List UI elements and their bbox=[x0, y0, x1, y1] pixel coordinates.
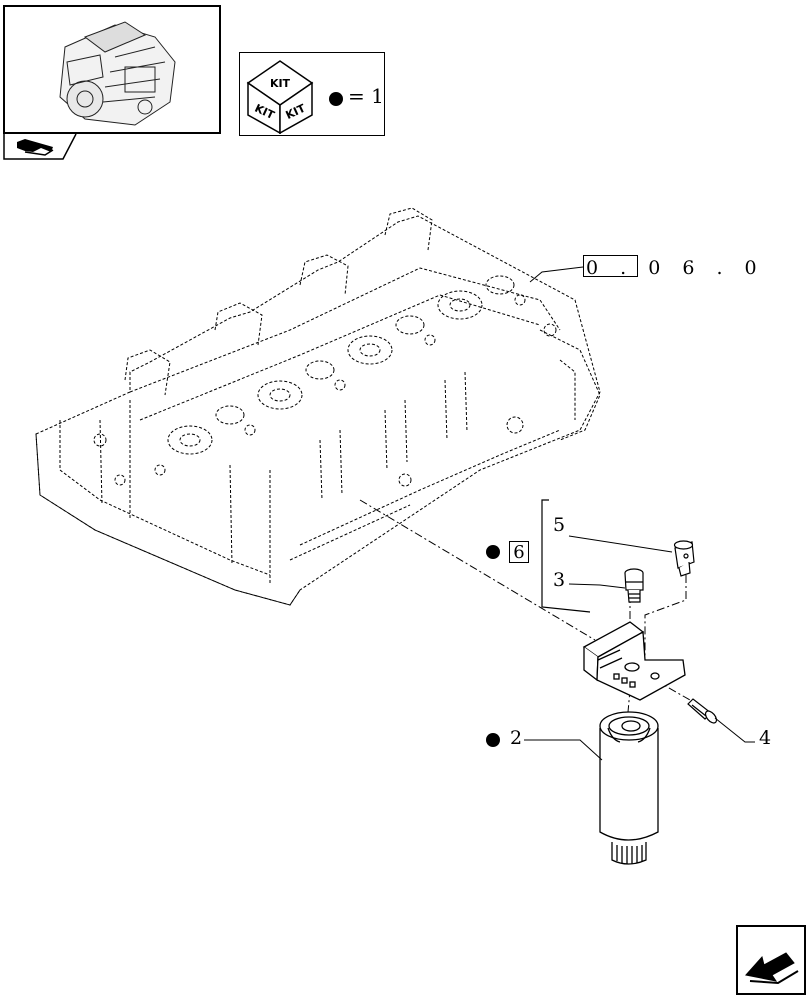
ref-code-box[interactable] bbox=[583, 255, 638, 277]
next-page-arrow-icon bbox=[745, 952, 799, 985]
vehicle-nav-tab[interactable] bbox=[3, 133, 77, 160]
callout-2[interactable]: 2 bbox=[510, 727, 523, 749]
kit-quantity: = 1 bbox=[348, 84, 384, 108]
kit-ref-number[interactable]: 6 bbox=[509, 541, 529, 563]
part-4-screw bbox=[687, 698, 718, 724]
vehicle-nav-icon bbox=[3, 133, 77, 160]
engine-thumbnail-icon bbox=[59, 21, 176, 126]
part-5-bolt bbox=[673, 540, 695, 577]
callout-4[interactable]: 4 bbox=[759, 727, 772, 749]
assembly-lines bbox=[359, 499, 691, 746]
part-3-adapter bbox=[624, 568, 644, 603]
cylinder-head-outline bbox=[35, 207, 601, 606]
ref-code-boxed: 0 . 0 bbox=[586, 257, 669, 279]
kit-legend: KIT KIT KIT bbox=[239, 52, 385, 136]
kit-bullet-icon bbox=[486, 733, 500, 747]
kit-label-top: KIT bbox=[270, 77, 291, 90]
kit-bullet-icon bbox=[486, 545, 500, 559]
callout-5[interactable]: 5 bbox=[553, 514, 566, 536]
filter-bracket bbox=[582, 621, 686, 701]
kit-bullet-icon bbox=[329, 92, 343, 106]
engine-thumbnail[interactable] bbox=[3, 5, 221, 134]
part-2-filter bbox=[599, 711, 659, 865]
leader-lines bbox=[524, 266, 755, 761]
callout-3[interactable]: 3 bbox=[553, 569, 566, 591]
kit-bracket-line bbox=[541, 499, 591, 613]
ref-code-rest: 6 . 0 bbox=[682, 257, 765, 279]
next-page-button[interactable] bbox=[736, 925, 806, 995]
ref-code[interactable]: 0 . 0 6 . 0 bbox=[586, 257, 765, 279]
kit-cube-icon: KIT KIT KIT bbox=[246, 60, 343, 135]
